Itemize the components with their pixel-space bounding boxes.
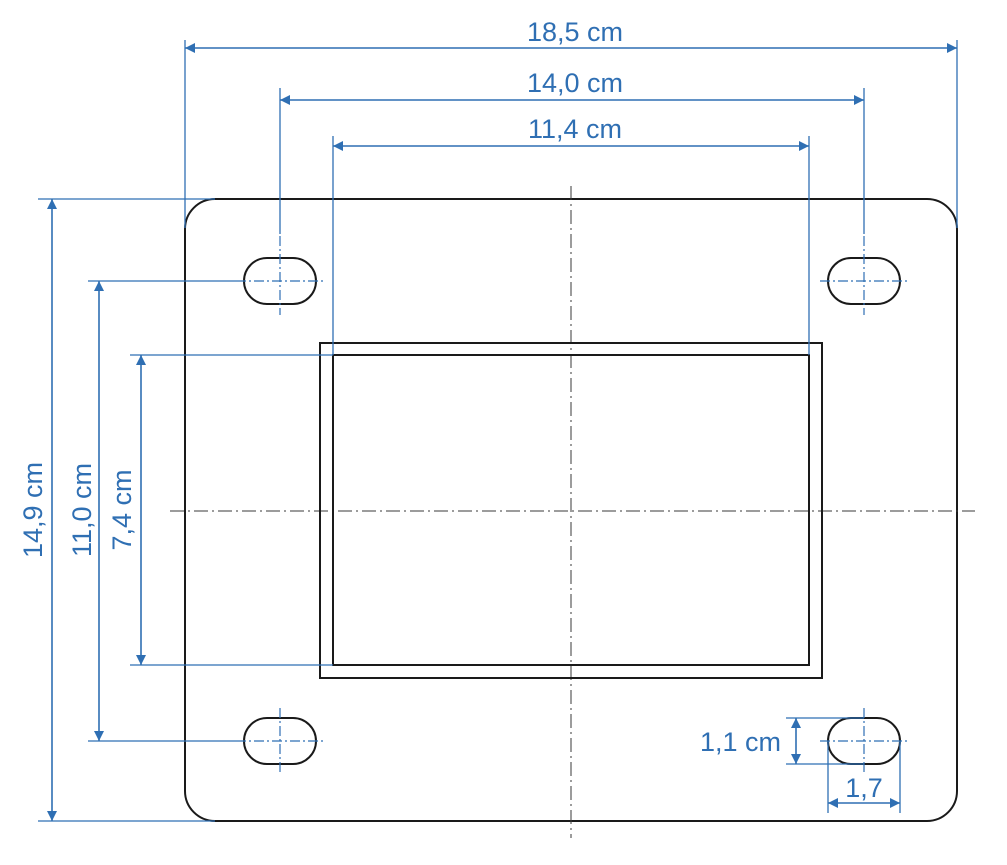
slot-length-dimension [827,741,901,813]
hole-spacing-horizontal-label: 14,0 cm [527,68,623,98]
overall-height-label: 14,9 cm [18,462,48,558]
slot-length-label: 1,7 [845,773,883,803]
left-extension-lines [38,198,333,822]
opening-inner-cutout [332,354,810,666]
overall-width-label: 18,5 cm [527,17,623,47]
opening-outer-frame [319,342,823,679]
hole-center-marks [236,236,908,775]
opening-width-label: 11,4 cm [528,114,622,144]
opening-height-label: 7,4 cm [107,469,137,550]
hole-spacing-vertical-label: 11,0 cm [67,463,97,557]
slot-width-label: 1,1 cm [700,727,781,757]
top-extension-lines [184,40,958,355]
slot-width-dimension [786,717,864,765]
